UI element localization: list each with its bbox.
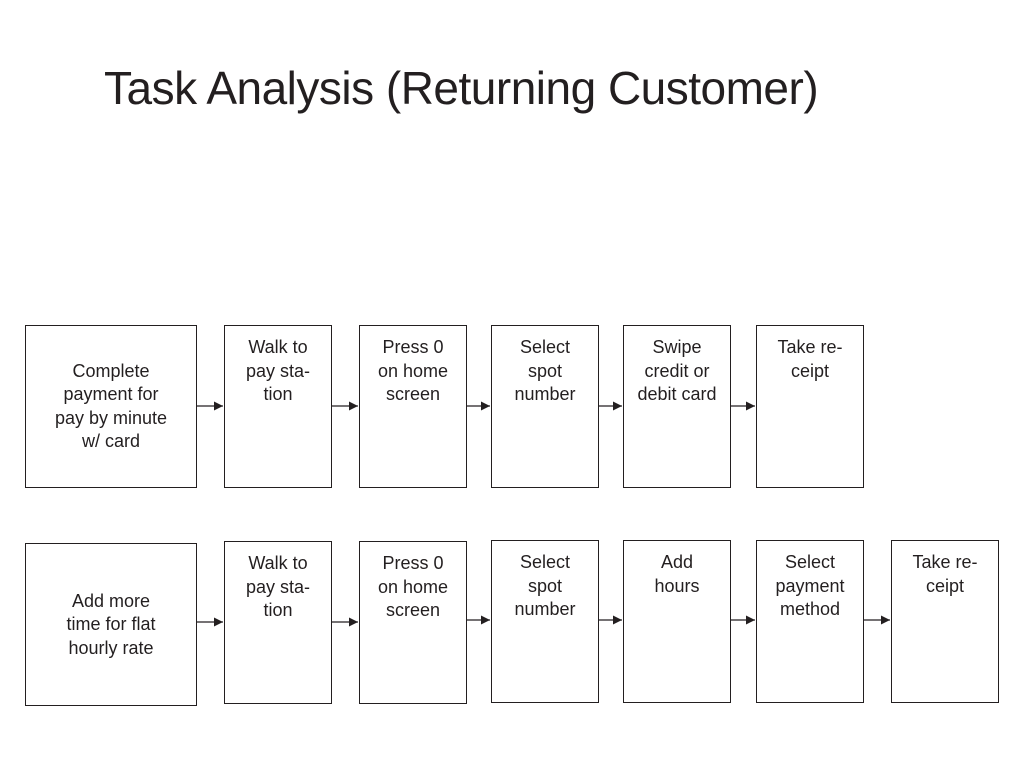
step-label: Swipe credit or debit card — [637, 337, 717, 404]
step-label: Select spot number — [514, 552, 576, 619]
step-box: Press 0 on home screen — [359, 325, 467, 488]
step-label: Press 0 on home screen — [377, 337, 449, 404]
step-box: Add hours — [623, 540, 731, 703]
step-box: Select spot number — [491, 540, 599, 703]
step-box: Select spot number — [491, 325, 599, 488]
step-box: Press 0 on home screen — [359, 541, 467, 704]
goal-label: Complete payment for pay by minute w/ ca… — [54, 360, 168, 452]
step-box: Swipe credit or debit card — [623, 325, 731, 488]
goal-box: Complete payment for pay by minute w/ ca… — [25, 325, 197, 488]
step-label: Take re- ceipt — [912, 552, 978, 596]
step-box: Walk to pay sta- tion — [224, 325, 332, 488]
page-title: Task Analysis (Returning Customer) — [104, 62, 819, 114]
step-label: Select payment method — [775, 552, 845, 619]
step-label: Select spot number — [514, 337, 576, 404]
step-box: Walk to pay sta- tion — [224, 541, 332, 704]
goal-box: Add more time for flat hourly rate — [25, 543, 197, 706]
step-label: Walk to pay sta- tion — [245, 337, 311, 404]
goal-label: Add more time for flat hourly rate — [66, 590, 156, 658]
step-label: Press 0 on home screen — [377, 553, 449, 620]
step-box: Take re- ceipt — [756, 325, 864, 488]
step-label: Walk to pay sta- tion — [245, 553, 311, 620]
step-box: Select payment method — [756, 540, 864, 703]
step-box: Take re- ceipt — [891, 540, 999, 703]
step-label: Add hours — [654, 552, 700, 596]
step-label: Take re- ceipt — [777, 337, 843, 381]
